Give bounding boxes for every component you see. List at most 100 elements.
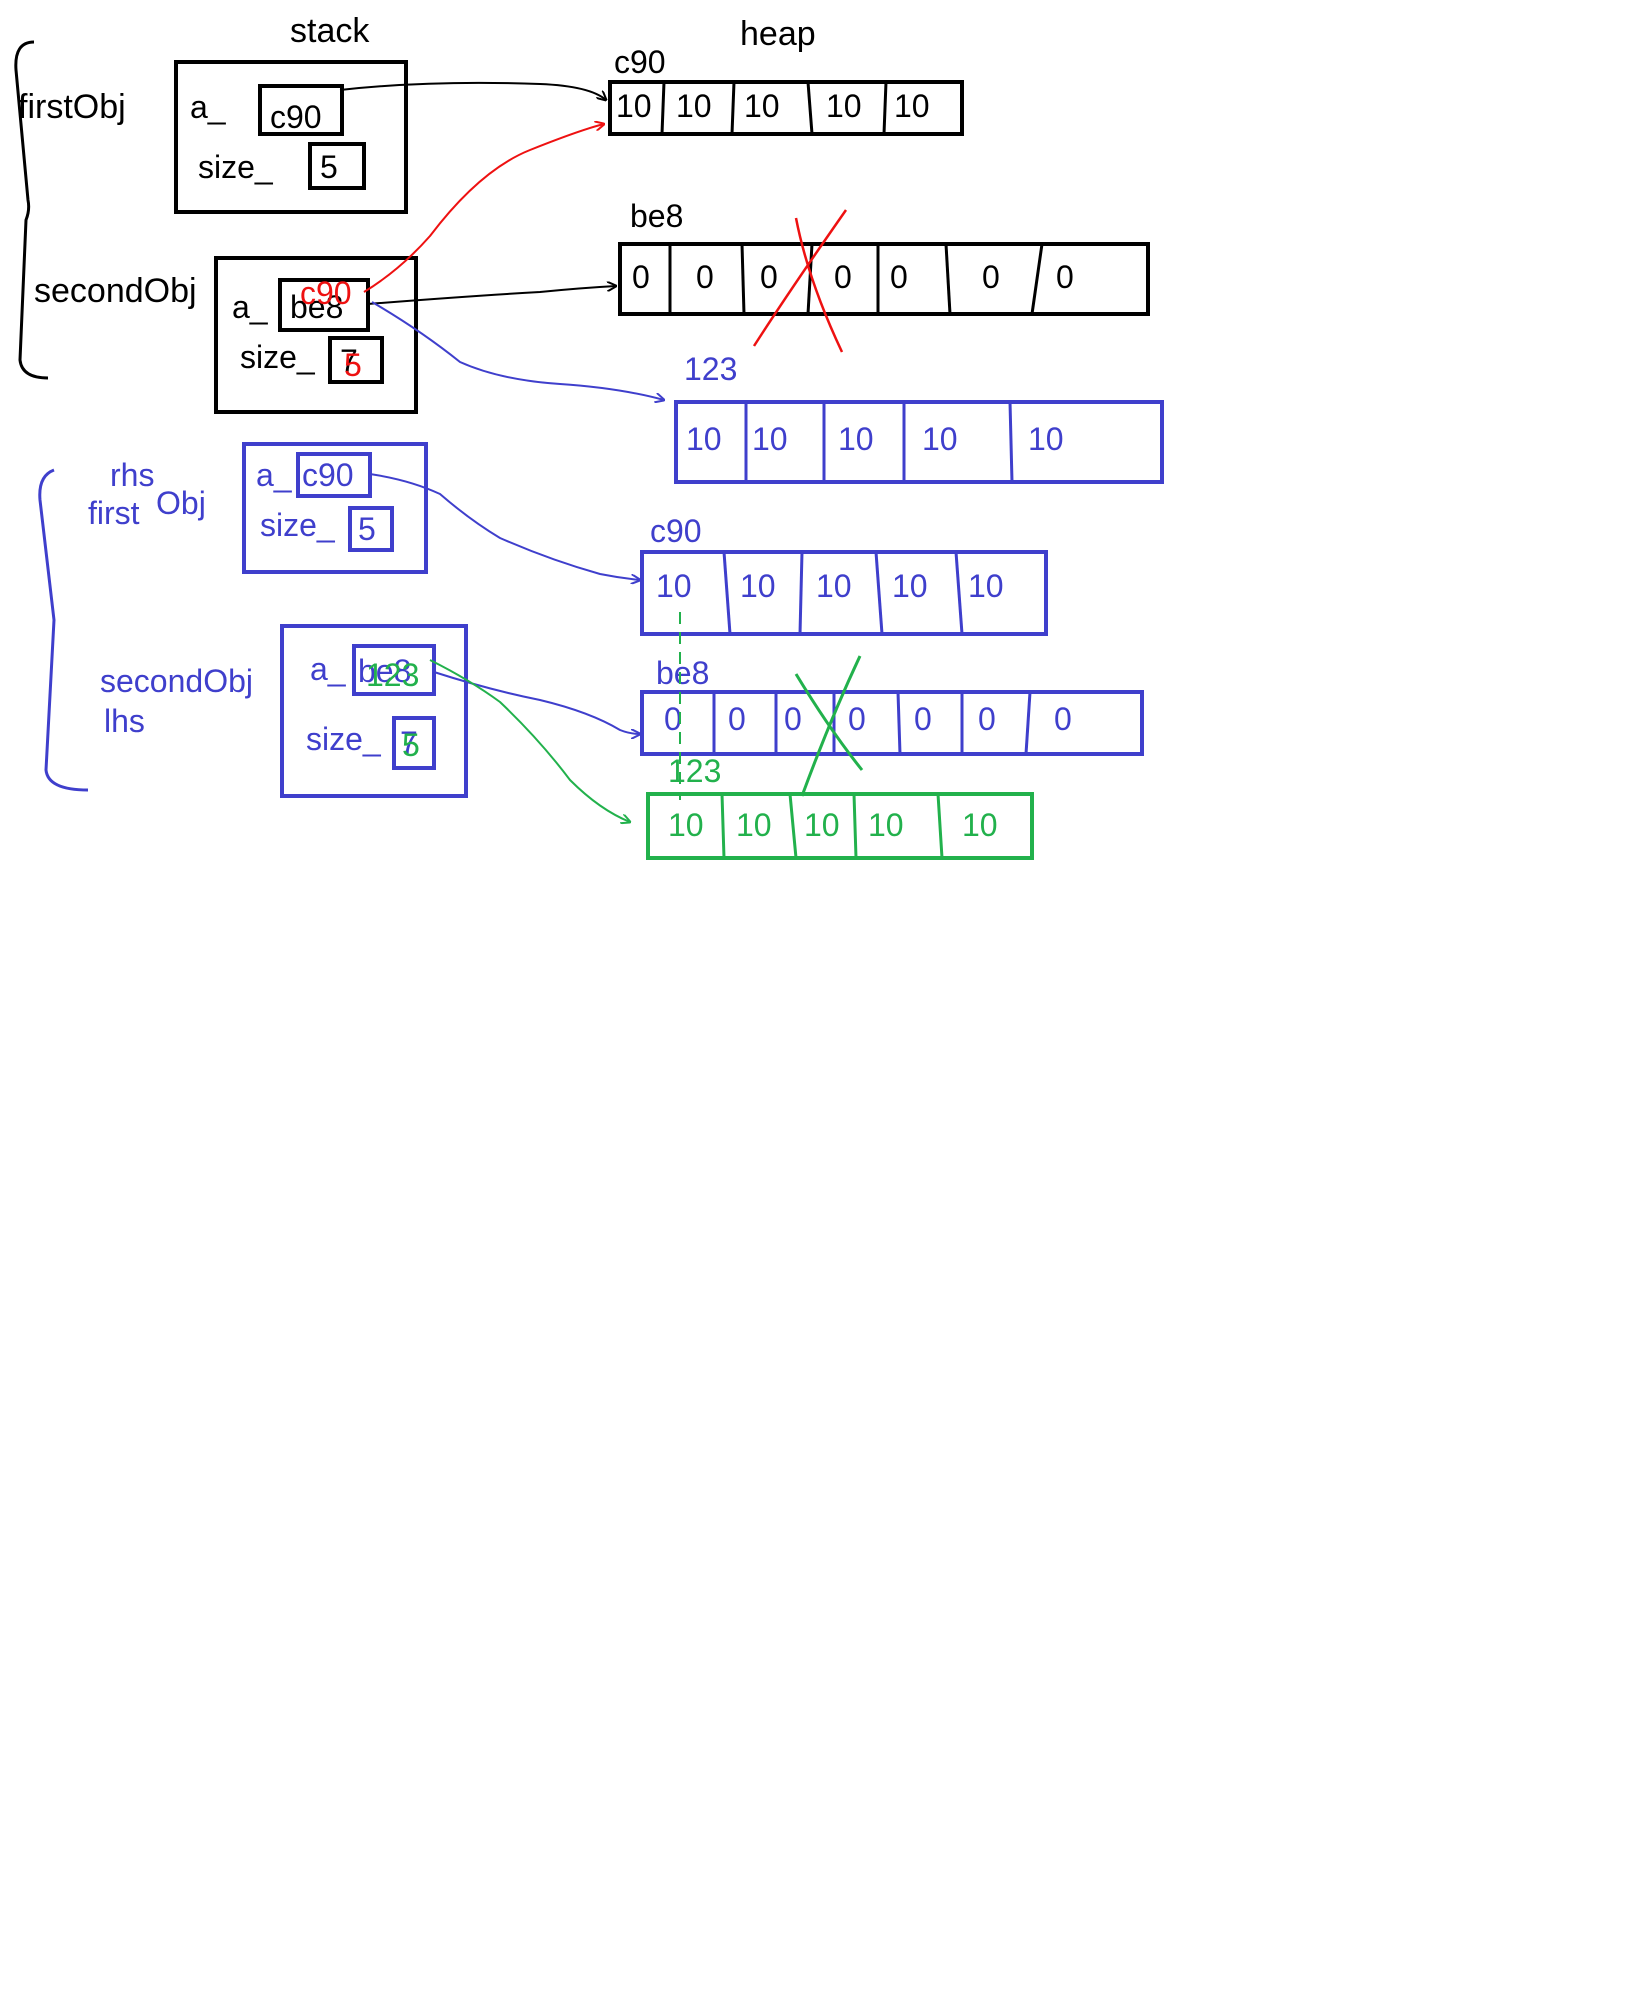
arrow-first-to-c90 (339, 81, 606, 100)
heap-cell-value: 10 (1028, 421, 1064, 457)
rhs-obj-box (242, 442, 428, 574)
red-cross-be8-b (752, 209, 848, 347)
stack-label: stack (290, 12, 370, 50)
second-obj-size-label: size_ (240, 339, 316, 375)
section-stack-heap: stack heap firstObj secondObj a_ c90 siz… (14, 12, 1150, 414)
rhs-a-label: a_ (256, 457, 293, 493)
heap-be8-address: be8 (630, 198, 683, 234)
first-obj-size-value: 5 (320, 149, 338, 185)
heap-cell-value: 10 (892, 568, 928, 604)
rhs-first-label: first (88, 495, 140, 531)
cell-divider (806, 243, 814, 315)
heap-c90-address: c90 (614, 44, 666, 80)
cell-divider (936, 793, 944, 859)
cell-divider (1008, 401, 1014, 483)
cell-divider (954, 551, 964, 635)
first-obj-box (174, 60, 408, 214)
second-obj-a-cell (278, 278, 370, 332)
heap-cell-value: 10 (816, 568, 852, 604)
heap-c90-array (608, 80, 964, 136)
rhs-a-value: c90 (302, 457, 354, 493)
green-cross-be8-b (800, 655, 862, 797)
heap-cell-value: 0 (760, 259, 778, 295)
lhs-second-obj-label: secondObj (100, 663, 253, 699)
heap-c90-blue-array (640, 550, 1048, 636)
lhs-size-cell (392, 716, 436, 770)
second-obj-box (214, 256, 418, 414)
heap-cell-value: 0 (848, 701, 866, 737)
cell-divider (874, 551, 884, 635)
second-obj-size-new-value: 5 (344, 347, 362, 383)
heap-cell-value: 10 (686, 421, 722, 457)
heap-cell-value: 10 (744, 88, 780, 124)
cell-divider (852, 793, 858, 859)
heap-123-blue-cells: 10 10 10 10 10 (686, 401, 1064, 483)
second-obj-size-cell (328, 336, 384, 384)
lhs-label: lhs (104, 703, 145, 739)
heap-cell-value: 0 (632, 259, 650, 295)
cell-divider (1030, 243, 1044, 315)
cell-divider (730, 81, 736, 135)
heap-cell-value: 10 (968, 568, 1004, 604)
rhs-size-cell (348, 506, 394, 552)
arrow-lhs-to-123-green (429, 659, 630, 822)
second-obj-a-value: be8 (290, 289, 343, 325)
first-obj-size-cell (308, 142, 366, 190)
heap-cell-value: 10 (826, 88, 862, 124)
heap-cell-value: 10 (752, 421, 788, 457)
heap-cell-value: 10 (736, 807, 772, 843)
lhs-size-new-value: 5 (402, 727, 420, 763)
heap-cell-value: 10 (962, 807, 998, 843)
second-obj-a-label: a_ (232, 289, 269, 325)
heap-label: heap (740, 15, 816, 53)
cell-divider (798, 551, 804, 635)
lhs-size-label: size_ (306, 721, 382, 757)
heap-123-blue-array (674, 400, 1164, 484)
arrow-second-to-123-blue (371, 301, 664, 400)
cell-divider (660, 81, 666, 135)
second-obj-size-value: 7 (340, 343, 358, 379)
heap-123-green-array (646, 792, 1034, 860)
heap-cell-value: 0 (1054, 701, 1072, 737)
cell-divider (806, 81, 814, 135)
heap-c90-blue-cells: 10 10 10 10 10 (656, 551, 1004, 635)
heap-cell-value: 10 (656, 568, 692, 604)
heap-c90-blue-address: c90 (650, 513, 702, 549)
heap-cell-value: 10 (868, 807, 904, 843)
lhs-a-new-value: 123 (366, 657, 419, 693)
heap-cell-value: 0 (664, 701, 682, 737)
heap-cell-value: 0 (784, 701, 802, 737)
heap-cell-value: 10 (922, 421, 958, 457)
heap-cell-value: 0 (982, 259, 1000, 295)
cell-divider (788, 793, 798, 859)
cell-divider (722, 551, 732, 635)
heap-cell-value: 0 (978, 701, 996, 737)
second-obj-label: secondObj (34, 272, 197, 310)
rhs-size-label: size_ (260, 507, 336, 543)
first-obj-label: firstObj (18, 88, 126, 126)
heap-cell-value: 10 (838, 421, 874, 457)
rhs-label: rhs (110, 457, 154, 493)
objects-bracket (14, 40, 49, 380)
cell-divider (882, 81, 888, 135)
cell-divider (944, 243, 952, 315)
cell-divider (896, 691, 902, 755)
heap-cell-value: 0 (890, 259, 908, 295)
lhs-a-cell (352, 644, 436, 696)
second-obj-a-new-value: c90 (300, 275, 352, 311)
heap-cell-value: 10 (616, 88, 652, 124)
heap-cell-value: 0 (1056, 259, 1074, 295)
heap-123-green-address: 123 (668, 753, 721, 789)
heap-be8-blue-array (640, 690, 1144, 756)
arrow-second-to-c90-red (363, 124, 604, 293)
red-cross-be8-a (794, 217, 844, 353)
heap-cell-value: 10 (740, 568, 776, 604)
arrow-lhs-to-be8 (433, 671, 640, 734)
heap-cell-value: 0 (914, 701, 932, 737)
heap-cell-value: 10 (668, 807, 704, 843)
